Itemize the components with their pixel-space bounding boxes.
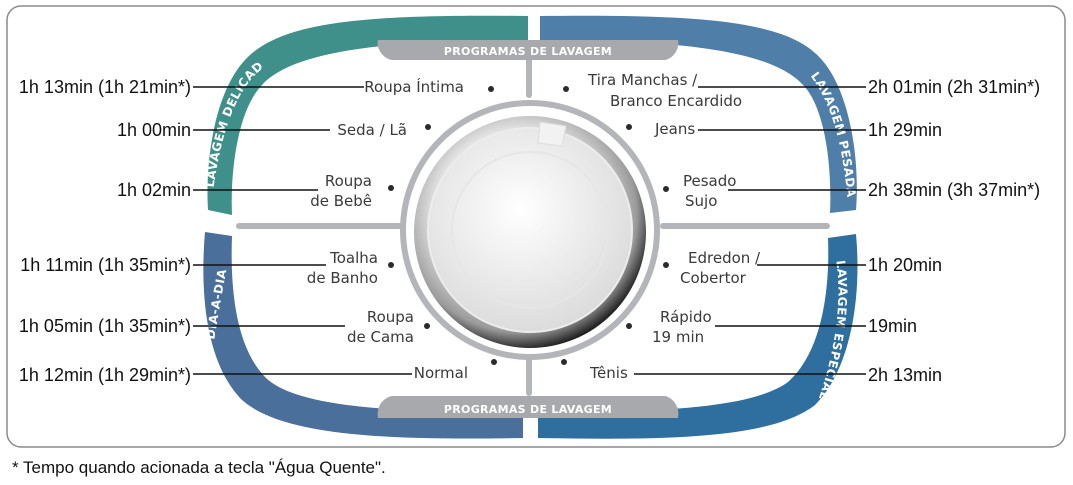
dot-pesado-sujo xyxy=(663,186,669,192)
time-tenis: 2h 13min xyxy=(868,365,942,385)
program-label-rapido[interactable]: Rápido 19 min xyxy=(652,308,712,346)
band-delicada xyxy=(207,15,528,216)
divider-horizontal-left xyxy=(236,223,406,229)
divider-horizontal-right xyxy=(660,223,830,229)
band-pesada xyxy=(540,15,857,214)
program-label-roupa-bebe[interactable]: Roupa de Bebê xyxy=(310,172,372,210)
svg-text:Roupa: Roupa xyxy=(325,172,372,190)
program-label-normal[interactable]: Normal xyxy=(414,364,468,382)
dot-edredon xyxy=(663,262,669,268)
program-label-roupa-intima[interactable]: Roupa Íntima xyxy=(364,77,464,96)
leader-lines xyxy=(193,86,866,375)
program-label-tira-manchas[interactable]: Tira Manchas / Branco Encardido xyxy=(587,71,742,110)
dot-toalha-banho xyxy=(388,262,394,268)
time-normal: 1h 12min (1h 29min*) xyxy=(19,365,191,385)
program-label-pesado-sujo[interactable]: Pesado Sujo xyxy=(683,172,736,210)
svg-text:Sujo: Sujo xyxy=(685,192,717,210)
svg-text:de Cama: de Cama xyxy=(347,328,414,346)
program-label-tenis[interactable]: Tênis xyxy=(589,364,628,382)
program-banner-bottom xyxy=(377,396,679,418)
time-pesado-sujo: 2h 38min (3h 37min*) xyxy=(868,180,1040,200)
svg-text:19 min: 19 min xyxy=(652,328,704,346)
program-banner-bottom-text: PROGRAMAS DE LAVAGEM xyxy=(444,403,612,416)
dot-tira-manchas xyxy=(563,86,569,92)
dot-rapido xyxy=(626,323,632,329)
dot-jeans xyxy=(626,124,632,130)
svg-text:Toalha: Toalha xyxy=(329,249,378,267)
dot-roupa-intima xyxy=(488,86,494,92)
time-toalha-banho: 1h 11min (1h 35min*) xyxy=(20,255,191,275)
time-edredon: 1h 20min xyxy=(868,255,942,275)
dot-seda-la xyxy=(425,124,431,130)
time-roupa-bebe: 1h 02min xyxy=(117,180,191,200)
program-label-jeans[interactable]: Jeans xyxy=(654,120,695,138)
time-tira-manchas: 2h 01min (2h 31min*) xyxy=(868,77,1040,97)
program-label-edredon[interactable]: Edredon / Cobertor xyxy=(680,249,761,287)
time-roupa-intima: 1h 13min (1h 21min*) xyxy=(19,77,191,97)
program-label-roupa-cama[interactable]: Roupa de Cama xyxy=(347,308,414,346)
program-label-toalha-banho[interactable]: Toalha de Banho xyxy=(307,249,378,287)
svg-text:Pesado: Pesado xyxy=(683,172,736,190)
program-banner-top xyxy=(377,40,679,60)
program-selector-knob[interactable] xyxy=(414,116,646,348)
dot-normal xyxy=(491,359,497,365)
svg-text:Rápido: Rápido xyxy=(660,308,712,326)
program-banner-top-text: PROGRAMAS DE LAVAGEM xyxy=(444,45,612,58)
svg-text:Tira Manchas /: Tira Manchas / xyxy=(587,71,698,89)
svg-text:Roupa: Roupa xyxy=(367,308,414,326)
dot-roupa-bebe xyxy=(388,185,394,191)
svg-text:Branco Encardido: Branco Encardido xyxy=(610,92,742,110)
svg-text:Cobertor: Cobertor xyxy=(680,269,747,287)
selector-ring xyxy=(400,100,660,360)
divider-vertical-top xyxy=(526,50,532,98)
band-especial xyxy=(538,234,858,439)
program-label-seda-la[interactable]: Seda / Lã xyxy=(337,121,407,139)
divider-vertical-bottom xyxy=(526,356,532,396)
dot-roupa-cama xyxy=(424,323,430,329)
time-rapido: 19min xyxy=(868,316,917,336)
svg-text:Edredon /: Edredon / xyxy=(688,249,761,267)
svg-text:de Banho: de Banho xyxy=(307,269,378,287)
time-seda-la: 1h 00min xyxy=(117,120,191,140)
time-roupa-cama: 1h 05min (1h 35min*) xyxy=(19,316,191,336)
footnote: * Tempo quando acionada a tecla "Água Qu… xyxy=(12,458,386,477)
time-jeans: 1h 29min xyxy=(868,120,942,140)
dot-tenis xyxy=(561,359,567,365)
svg-text:de Bebê: de Bebê xyxy=(310,192,372,210)
